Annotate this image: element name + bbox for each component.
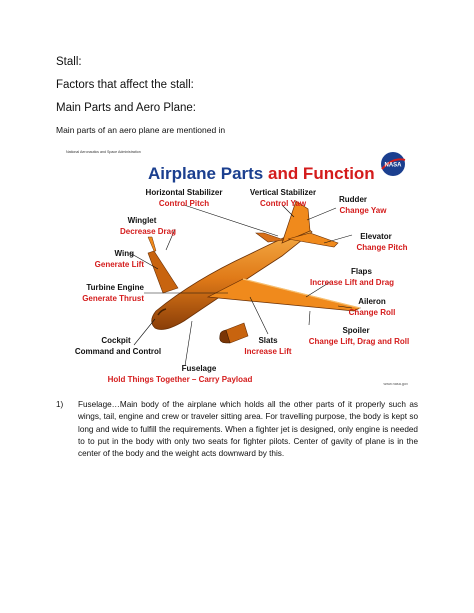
label-horizontal-stabilizer-func: Control Pitch	[159, 199, 209, 208]
label-elevator: Elevator	[360, 232, 392, 241]
title-part-function: and Function	[263, 164, 374, 183]
label-flaps-func: Increase Lift and Drag	[310, 278, 394, 287]
label-slats-func: Increase Lift	[244, 347, 291, 356]
label-horizontal-stabilizer: Horizontal Stabilizer	[146, 188, 223, 197]
airplane-illustration	[147, 200, 362, 344]
figure-footer: www.nasa.gov	[384, 382, 409, 386]
label-winglet: Winglet	[128, 216, 157, 225]
list-item-number: 1)	[56, 400, 64, 409]
label-cockpit: Cockpit	[101, 336, 131, 345]
label-slats: Slats	[258, 336, 278, 345]
numbered-list: 1) Fuselage…Main body of the airplane wh…	[56, 399, 418, 460]
label-aileron-func: Change Roll	[349, 308, 396, 317]
title-part-airplane: Airplane Parts	[148, 164, 263, 183]
label-turbine-engine-func: Generate Thrust	[82, 294, 144, 303]
airplane-parts-figure: National Aeronautics and Space Administr…	[60, 143, 414, 387]
label-elevator-func: Change Pitch	[356, 243, 407, 252]
document-line-main-parts: Main Parts and Aero Plane:	[56, 102, 196, 114]
document-line-stall: Stall:	[56, 56, 82, 68]
label-flaps: Flaps	[351, 267, 372, 276]
document-line-factors: Factors that affect the stall:	[56, 79, 194, 91]
label-cockpit-func: Command and Control	[75, 347, 161, 356]
document-line-intro: Main parts of an aero plane are mentione…	[56, 125, 226, 135]
label-rudder-func: Change Yaw	[340, 206, 388, 215]
label-fuselage-func: Hold Things Together – Carry Payload	[108, 375, 253, 384]
label-spoiler: Spoiler	[342, 326, 369, 335]
label-aileron: Aileron	[358, 297, 386, 306]
nasa-logo-icon: NASA	[381, 152, 406, 176]
label-turbine-engine: Turbine Engine	[86, 283, 144, 292]
list-item: 1) Fuselage…Main body of the airplane wh…	[56, 399, 418, 460]
agency-text: National Aeronautics and Space Administr…	[66, 150, 141, 154]
leader-lines	[129, 204, 353, 367]
list-item-text: Fuselage…Main body of the airplane which…	[78, 400, 418, 459]
label-winglet-func: Decrease Drag	[120, 227, 176, 236]
label-fuselage: Fuselage	[182, 364, 217, 373]
label-rudder: Rudder	[339, 195, 367, 204]
svg-text:NASA: NASA	[384, 163, 402, 169]
label-wing-func: Generate Lift	[95, 260, 145, 269]
label-wing: Wing	[115, 249, 135, 258]
figure-title: Airplane Parts and Function	[148, 164, 375, 183]
label-vertical-stabilizer-func: Control Yaw	[260, 199, 307, 208]
label-spoiler-func: Change Lift, Drag and Roll	[309, 337, 409, 346]
label-vertical-stabilizer: Vertical Stabilizer	[250, 188, 316, 197]
part-labels: Horizontal Stabilizer Control Pitch Vert…	[75, 188, 409, 384]
